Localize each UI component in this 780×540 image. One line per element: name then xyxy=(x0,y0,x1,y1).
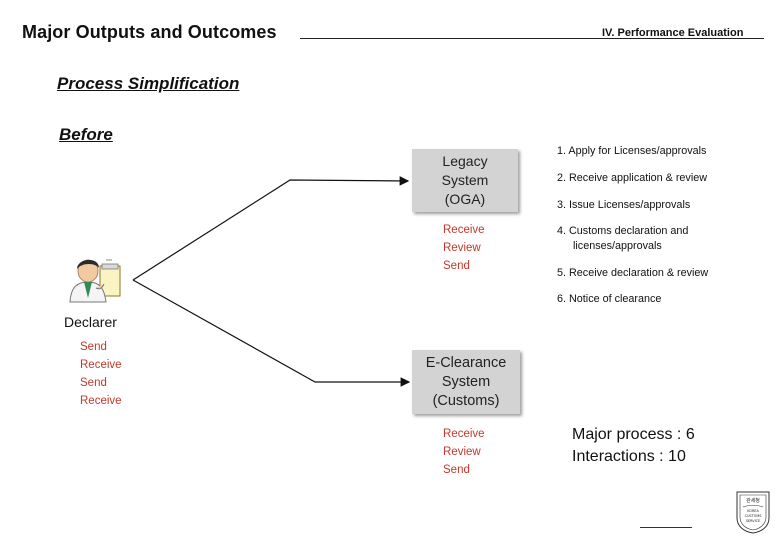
eclearance-line-2: System xyxy=(441,373,491,390)
step-item: 2. Receive application & review xyxy=(557,172,708,184)
subtitle: Process Simplification xyxy=(57,74,240,93)
declarer-label: Declarer xyxy=(64,314,117,330)
signature-line xyxy=(640,527,692,528)
legacy-action: Send xyxy=(443,260,470,272)
seal-text-2: CUSTOMS xyxy=(745,514,762,518)
connector-to-eclearance xyxy=(132,279,411,387)
eclearance-line-3: (Customs) xyxy=(432,392,500,409)
header-divider xyxy=(300,38,764,39)
step-item: 6. Notice of clearance xyxy=(557,293,662,305)
step-item: 3. Issue Licenses/approvals xyxy=(557,199,691,211)
eclearance-system-box: E-Clearance System (Customs) xyxy=(412,350,520,414)
major-process-count: Major process : 6 xyxy=(572,426,695,443)
step-item: 4. Customs declaration and xyxy=(557,225,689,237)
section-label: IV. Performance Evaluation xyxy=(602,27,744,39)
legacy-system-box: Legacy System (OGA) xyxy=(412,149,518,212)
declarer-action: Receive xyxy=(80,359,122,371)
legacy-line-3: (OGA) xyxy=(444,191,486,207)
seal-text-top: 관세청 xyxy=(746,497,760,504)
declarer-actions: Send Receive Send Receive xyxy=(80,338,122,410)
interactions-count: Interactions : 10 xyxy=(572,448,686,465)
declarer-action: Send xyxy=(80,341,107,353)
connector-to-legacy xyxy=(132,176,410,281)
eclearance-line-1: E-Clearance xyxy=(425,354,507,371)
eclearance-actions: Receive Review Send xyxy=(443,425,485,479)
before-label: Before xyxy=(59,125,113,144)
declarer-action: Receive xyxy=(80,395,122,407)
eclearance-action: Send xyxy=(443,464,470,476)
seal-text-3: SERVICE xyxy=(746,519,760,523)
step-item-continued: licenses/approvals xyxy=(573,240,662,252)
seal-text-1: KOREA xyxy=(747,509,759,513)
legacy-line-1: Legacy xyxy=(442,153,488,169)
legacy-actions: Receive Review Send xyxy=(443,221,485,275)
legacy-action: Receive xyxy=(443,224,485,236)
step-item: 5. Receive declaration & review xyxy=(557,267,709,279)
page-title: Major Outputs and Outcomes xyxy=(22,22,277,42)
customs-seal-logo: 관세청 KOREA CUSTOMS SERVICE xyxy=(736,491,770,534)
declarer-person-icon xyxy=(69,259,121,303)
legacy-action: Review xyxy=(443,242,481,254)
eclearance-action: Receive xyxy=(443,428,485,440)
step-item: 1. Apply for Licenses/approvals xyxy=(557,145,707,157)
legacy-line-2: System xyxy=(441,172,489,188)
summary: Major process : 6 Interactions : 10 xyxy=(572,424,695,468)
declarer-action: Send xyxy=(80,377,107,389)
eclearance-action: Review xyxy=(443,446,481,458)
